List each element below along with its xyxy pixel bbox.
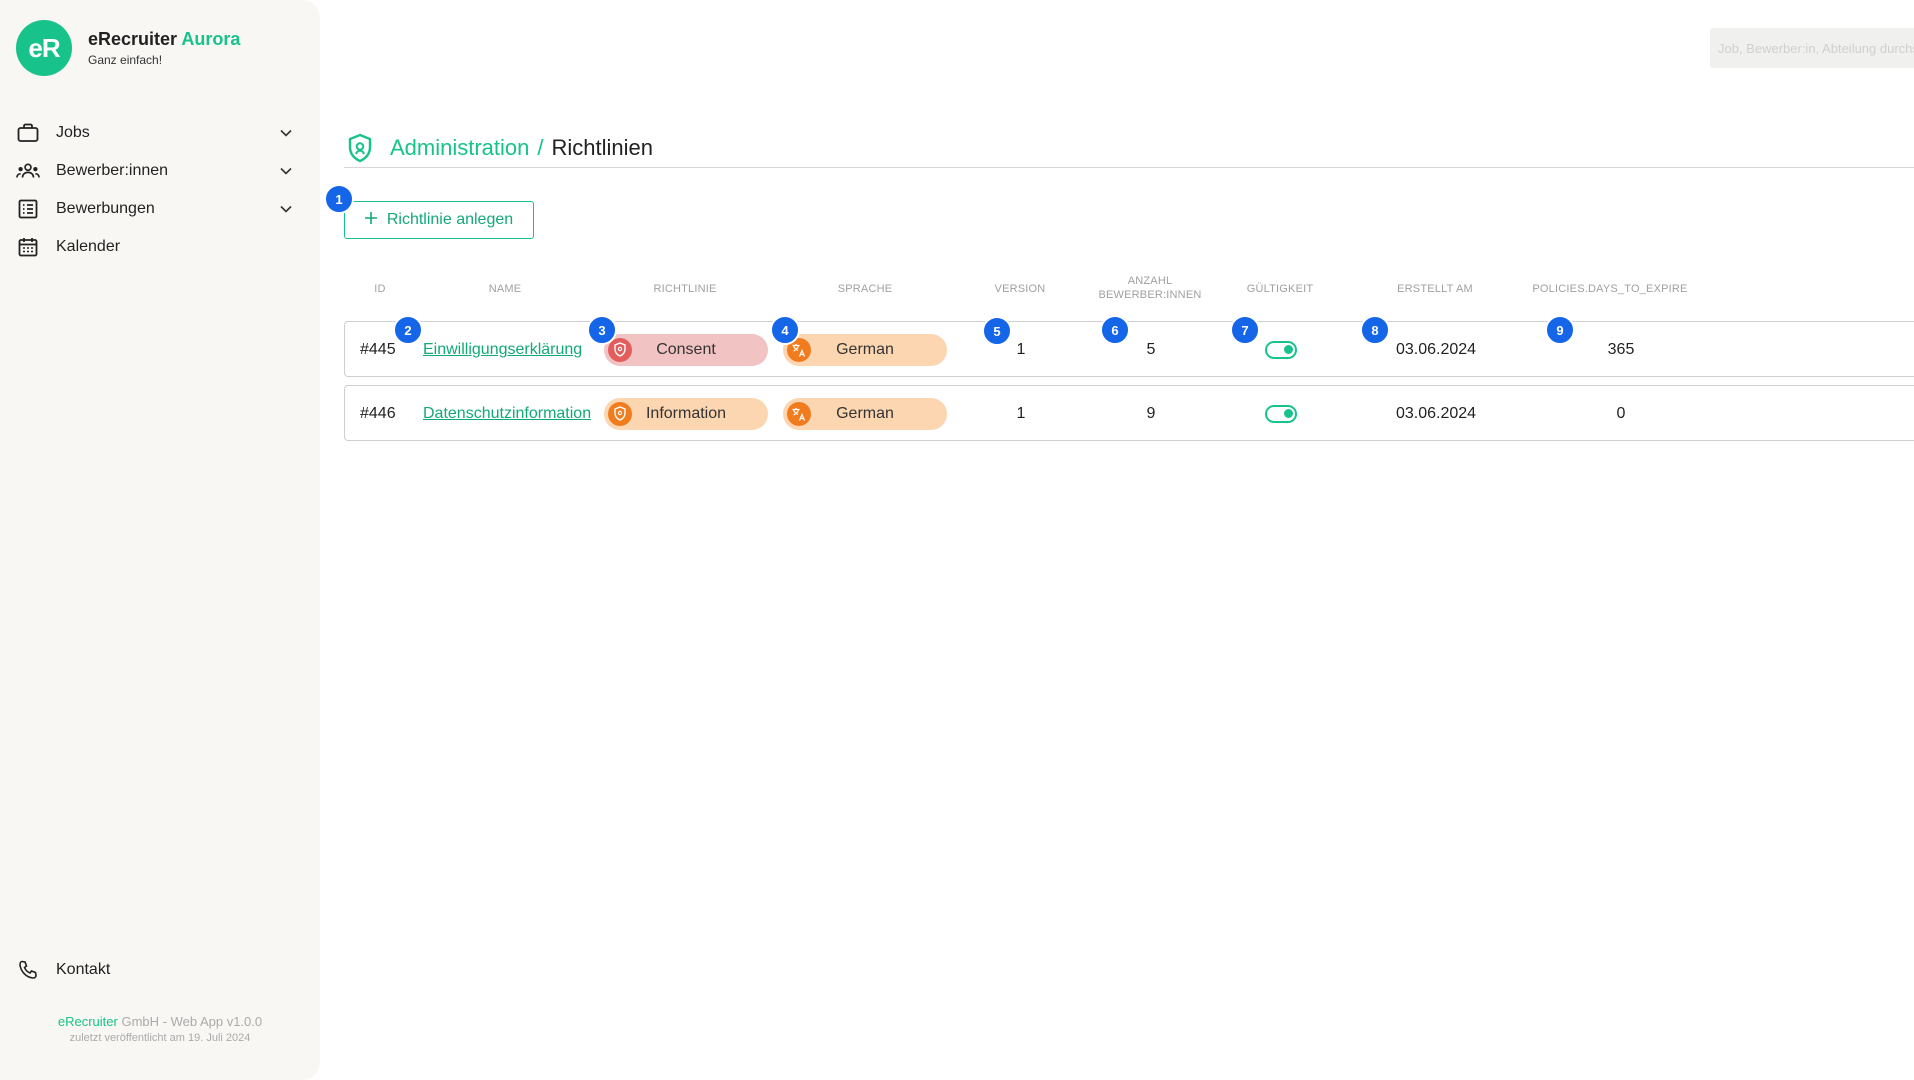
people-icon [16, 159, 40, 183]
cell-validity [1231, 322, 1331, 378]
brand-name-accent: Aurora [181, 29, 241, 49]
cell-language: German [783, 386, 953, 442]
cell-id: #445 [360, 341, 396, 358]
brand-tagline: Ganz einfach! [88, 53, 163, 67]
chevron-down-icon[interactable] [276, 123, 296, 143]
sidebar-item-label: Jobs [56, 124, 90, 141]
footer-published: zuletzt veröffentlicht am 19. Juli 2024 [69, 1032, 251, 1044]
sidebar-item-label: Bewerber:innen [56, 162, 169, 179]
cell-name: Datenschutzinformation [423, 386, 603, 442]
policy-type-badge: Consent [604, 334, 768, 366]
column-header-days-to-expire: POLICIES.DAYS_TO_EXPIRE [1532, 283, 1688, 295]
policy-name-link[interactable]: Einwilligungserklärung [423, 341, 583, 358]
cell-applicants: 5 [1146, 341, 1156, 358]
chevron-down-icon[interactable] [276, 199, 296, 219]
sidebar-item-applicants[interactable]: Bewerber:innen [16, 152, 296, 190]
sidebar-item-calendar[interactable]: Kalender [16, 228, 296, 266]
cell-policy-type: Consent [604, 322, 774, 378]
shield-icon [344, 132, 376, 164]
policy-type-label: Information [645, 405, 727, 422]
phone-icon [16, 958, 40, 982]
breadcrumb-separator: / [537, 134, 544, 160]
cell-applicants: 9 [1146, 405, 1156, 422]
validity-toggle[interactable] [1265, 341, 1297, 359]
calendar-icon [16, 235, 40, 259]
plus-icon [364, 211, 377, 229]
cell-validity [1231, 386, 1331, 442]
marker-9: 9 [1545, 315, 1575, 345]
cell-policy-type: Information [604, 386, 774, 442]
column-header-applicants: ANZAHL BEWERBER:INNEN [1098, 275, 1202, 301]
translate-icon [787, 402, 811, 426]
marker-5: 5 [982, 316, 1012, 346]
column-header-name: NAME [488, 283, 522, 295]
validity-toggle[interactable] [1265, 405, 1297, 423]
sidebar-item-label: Kontakt [56, 961, 111, 978]
sidebar-nav: Jobs Bewerber:innen Bewerbungen [16, 114, 296, 266]
marker-1: 1 [324, 184, 354, 214]
cell-language: German [783, 322, 953, 378]
page-title: Richtlinien [551, 134, 654, 160]
policy-name-link[interactable]: Datenschutzinformation [423, 405, 592, 422]
create-policy-label: Richtlinie anlegen [386, 211, 514, 228]
list-icon [16, 197, 40, 221]
column-header-version: VERSION [994, 283, 1046, 295]
create-policy-button[interactable]: Richtlinie anlegen [344, 201, 534, 239]
marker-3: 3 [587, 315, 617, 345]
sidebar-item-applications[interactable]: Bewerbungen [16, 190, 296, 228]
brand: eR eRecruiter Aurora Ganz einfach! [16, 20, 240, 76]
page-header: Administration / Richtlinien [344, 128, 1914, 168]
chevron-down-icon[interactable] [276, 161, 296, 181]
column-header-created: ERSTELLT AM [1397, 283, 1473, 295]
footer-company-rest: GmbH - Web App v1.0.0 [121, 1014, 263, 1029]
sidebar-item-label: Kalender [56, 238, 121, 255]
marker-4: 4 [770, 315, 800, 345]
search-input[interactable] [1710, 28, 1914, 68]
marker-7: 7 [1230, 315, 1260, 345]
sidebar-item-label: Bewerbungen [56, 200, 155, 217]
briefcase-icon [16, 121, 40, 145]
language-badge: German [783, 398, 947, 430]
cell-name: Einwilligungserklärung [423, 322, 603, 378]
marker-6: 6 [1100, 315, 1130, 345]
table-row[interactable]: #446 Datenschutzinformation Information … [344, 385, 1914, 441]
cell-version: 1 [1016, 341, 1026, 358]
column-header-id: ID [374, 283, 386, 295]
brand-text: eRecruiter Aurora Ganz einfach! [88, 29, 240, 67]
cell-id: #446 [360, 405, 396, 422]
footer-version: eRecruiter GmbH - Web App v1.0.0 [0, 1014, 320, 1029]
shield-icon [608, 402, 632, 426]
marker-2: 2 [393, 315, 423, 345]
policy-type-badge: Information [604, 398, 768, 430]
column-header-validity: GÜLTIGKEIT [1246, 283, 1314, 295]
language-label: German [836, 405, 894, 422]
sidebar-footer: eRecruiter GmbH - Web App v1.0.0 zuletzt… [0, 1014, 320, 1044]
language-badge: German [783, 334, 947, 366]
cell-created: 03.06.2024 [1395, 341, 1477, 358]
sidebar-item-contact[interactable]: Kontakt [16, 955, 110, 985]
breadcrumb-admin[interactable]: Administration [390, 134, 530, 160]
cell-created: 03.06.2024 [1395, 405, 1477, 422]
shield-icon [608, 338, 632, 362]
brand-logo[interactable]: eR [16, 20, 72, 76]
brand-name-main: eRecruiter [88, 29, 178, 49]
cell-days-to-expire: 0 [1616, 405, 1626, 422]
marker-8: 8 [1360, 315, 1390, 345]
sidebar: eR eRecruiter Aurora Ganz einfach! Jobs [0, 0, 320, 1080]
policy-type-label: Consent [656, 341, 716, 358]
cell-days-to-expire: 365 [1607, 341, 1635, 358]
footer-company-accent: eRecruiter [57, 1014, 118, 1029]
column-header-language: SPRACHE [837, 283, 893, 295]
cell-version: 1 [1016, 405, 1026, 422]
sidebar-item-jobs[interactable]: Jobs [16, 114, 296, 152]
language-label: German [836, 341, 894, 358]
brand-name: eRecruiter Aurora [88, 29, 240, 50]
column-header-policy: RICHTLINIE [653, 283, 717, 295]
